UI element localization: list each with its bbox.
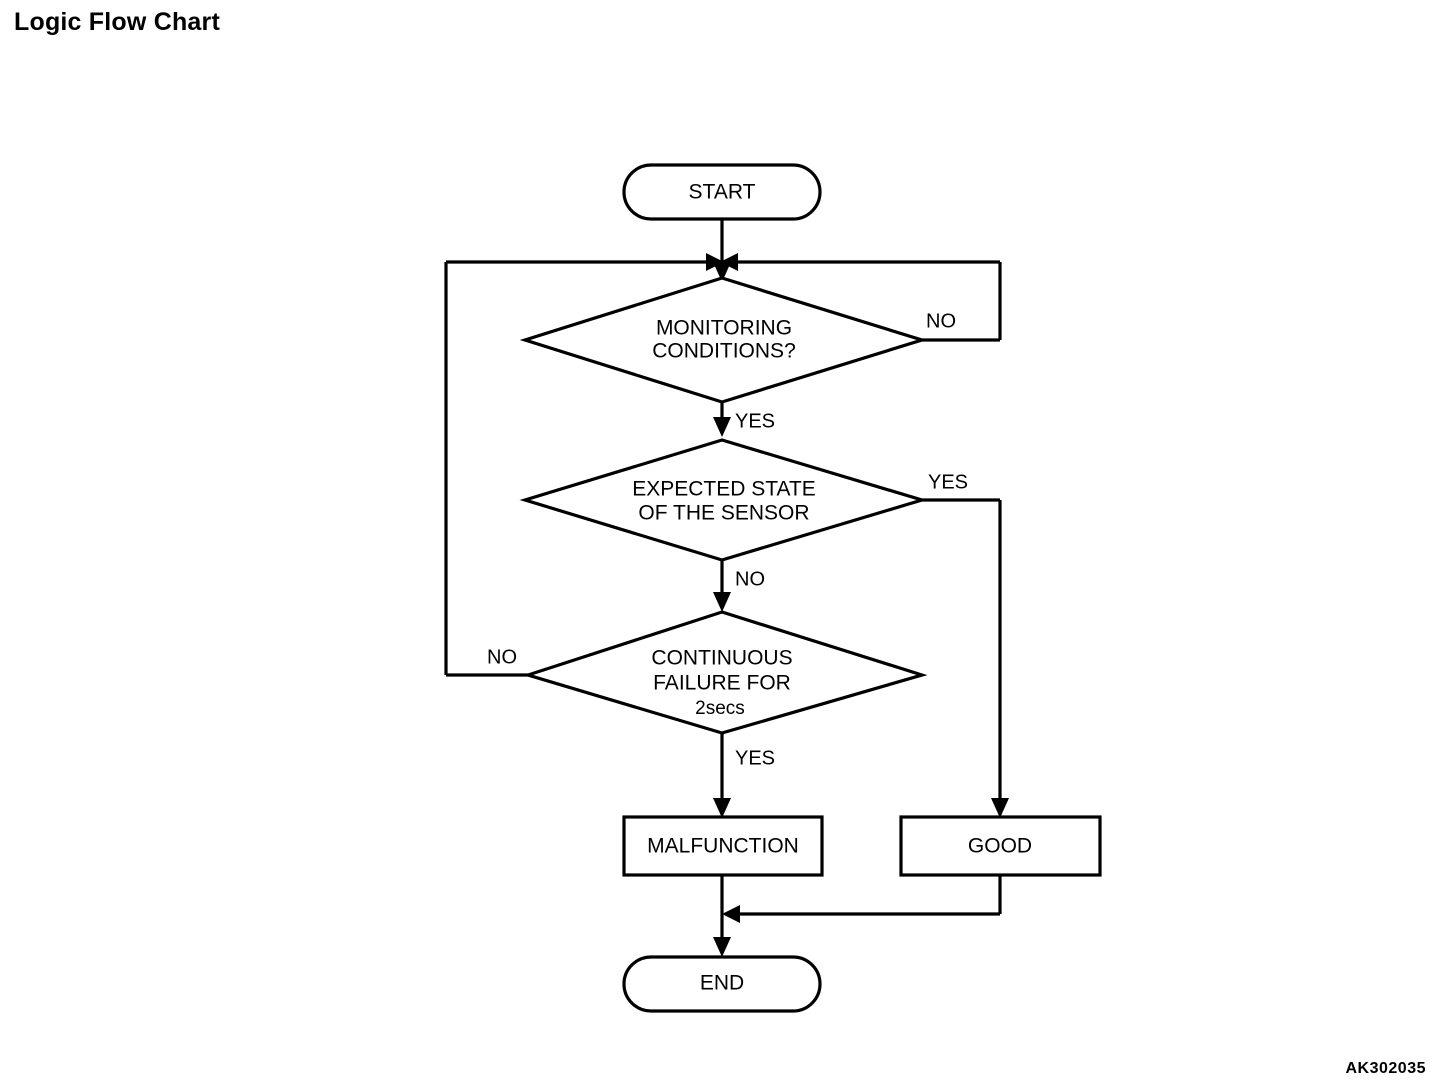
- node-malfunction-label: MALFUNCTION: [647, 835, 799, 858]
- edge-label-continuous-no: NO: [487, 646, 517, 668]
- node-continuous-failure-label-line3: 2secs: [695, 698, 745, 719]
- node-continuous-failure[interactable]: CONTINUOUS FAILURE FOR 2secs: [522, 610, 928, 735]
- edge-continuous-no-feedback: [444, 253, 724, 677]
- drawing-code: AK302035: [1345, 1060, 1426, 1077]
- edge-label-expected-no: NO: [735, 568, 765, 590]
- edge-expected-no: [713, 560, 731, 612]
- node-good-label: GOOD: [968, 835, 1032, 858]
- node-expected-state-label-line1: EXPECTED STATE: [632, 478, 816, 501]
- node-start[interactable]: START: [622, 163, 822, 221]
- edge-good-to-end: [722, 875, 1002, 923]
- page-title: Logic Flow Chart: [14, 8, 220, 36]
- edge-expected-yes: [922, 498, 1009, 818]
- node-expected-state[interactable]: EXPECTED STATE OF THE SENSOR: [519, 438, 928, 562]
- edge-label-expected-yes: YES: [928, 471, 968, 493]
- node-start-label: START: [689, 181, 756, 204]
- edge-label-continuous-yes: YES: [735, 747, 775, 769]
- edge-label-monitoring-yes: YES: [735, 410, 775, 432]
- node-good[interactable]: GOOD: [899, 815, 1102, 877]
- edge-label-monitoring-no: NO: [926, 310, 956, 332]
- node-malfunction[interactable]: MALFUNCTION: [622, 815, 824, 877]
- node-continuous-failure-label-line2: FAILURE FOR: [653, 672, 791, 695]
- node-monitoring-conditions-label-line2: CONDITIONS?: [652, 340, 796, 363]
- node-end-label: END: [700, 972, 744, 995]
- junction-arrow-down: [713, 262, 731, 282]
- node-end[interactable]: END: [622, 955, 822, 1013]
- edge-continuous-yes: [713, 733, 731, 818]
- node-continuous-failure-label-line1: CONTINUOUS: [651, 647, 792, 670]
- edge-malfunction-to-end: [713, 875, 731, 957]
- edge-monitoring-yes: [713, 402, 731, 437]
- edge-monitoring-no-feedback: [720, 253, 1002, 342]
- node-expected-state-label-line2: OF THE SENSOR: [638, 502, 809, 525]
- node-monitoring-conditions[interactable]: MONITORING CONDITIONS?: [519, 276, 928, 404]
- node-monitoring-conditions-label-line1: MONITORING: [656, 317, 792, 340]
